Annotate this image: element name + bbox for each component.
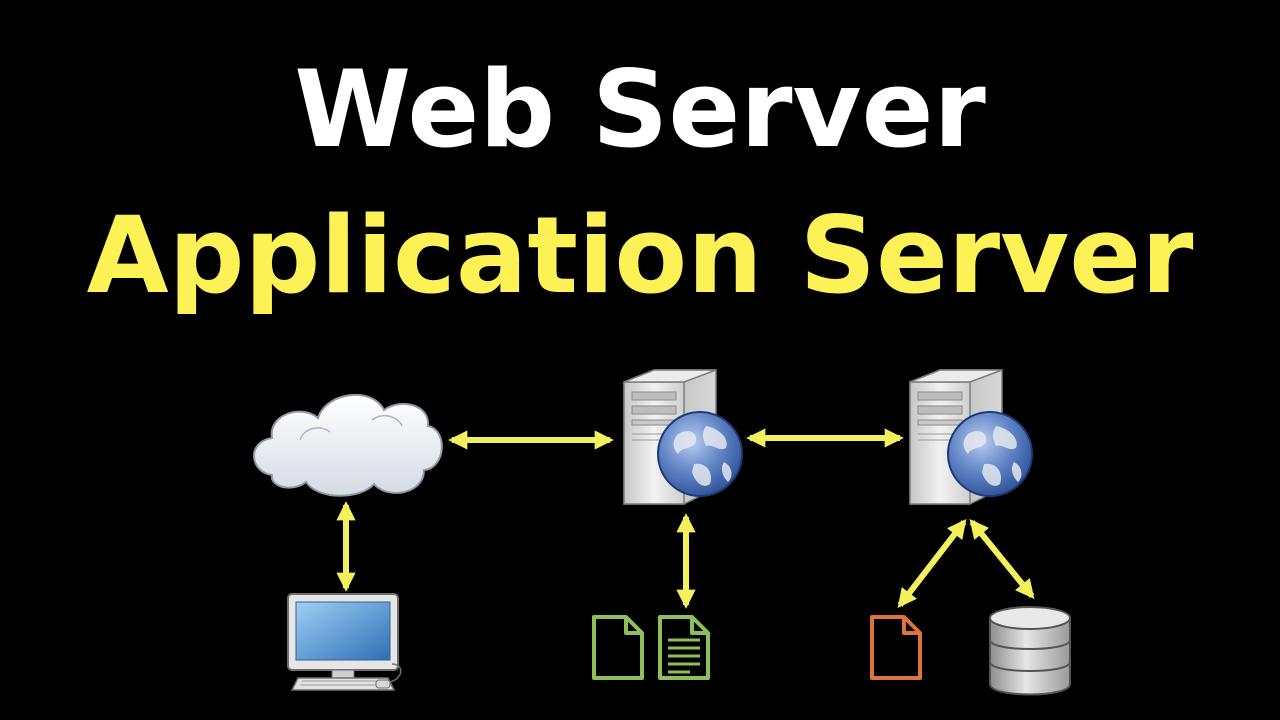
arrow-application-server-database bbox=[969, 519, 1035, 599]
globe-icon bbox=[947, 411, 1033, 497]
connection-arrows bbox=[336, 428, 1035, 609]
globe-icon bbox=[657, 411, 743, 497]
database-icon bbox=[989, 606, 1071, 696]
computer-icon bbox=[287, 593, 402, 691]
cloud-icon bbox=[253, 393, 443, 497]
title-web-server: Web Server bbox=[294, 48, 986, 171]
arrow-application-server-app-file bbox=[897, 518, 967, 609]
document-text-icon bbox=[658, 615, 710, 680]
document-icon bbox=[870, 615, 922, 680]
document-icon bbox=[592, 615, 644, 680]
web-server-icon bbox=[623, 369, 743, 505]
title-application-server: Application Server bbox=[86, 194, 1194, 317]
application-server-icon bbox=[909, 369, 1033, 505]
